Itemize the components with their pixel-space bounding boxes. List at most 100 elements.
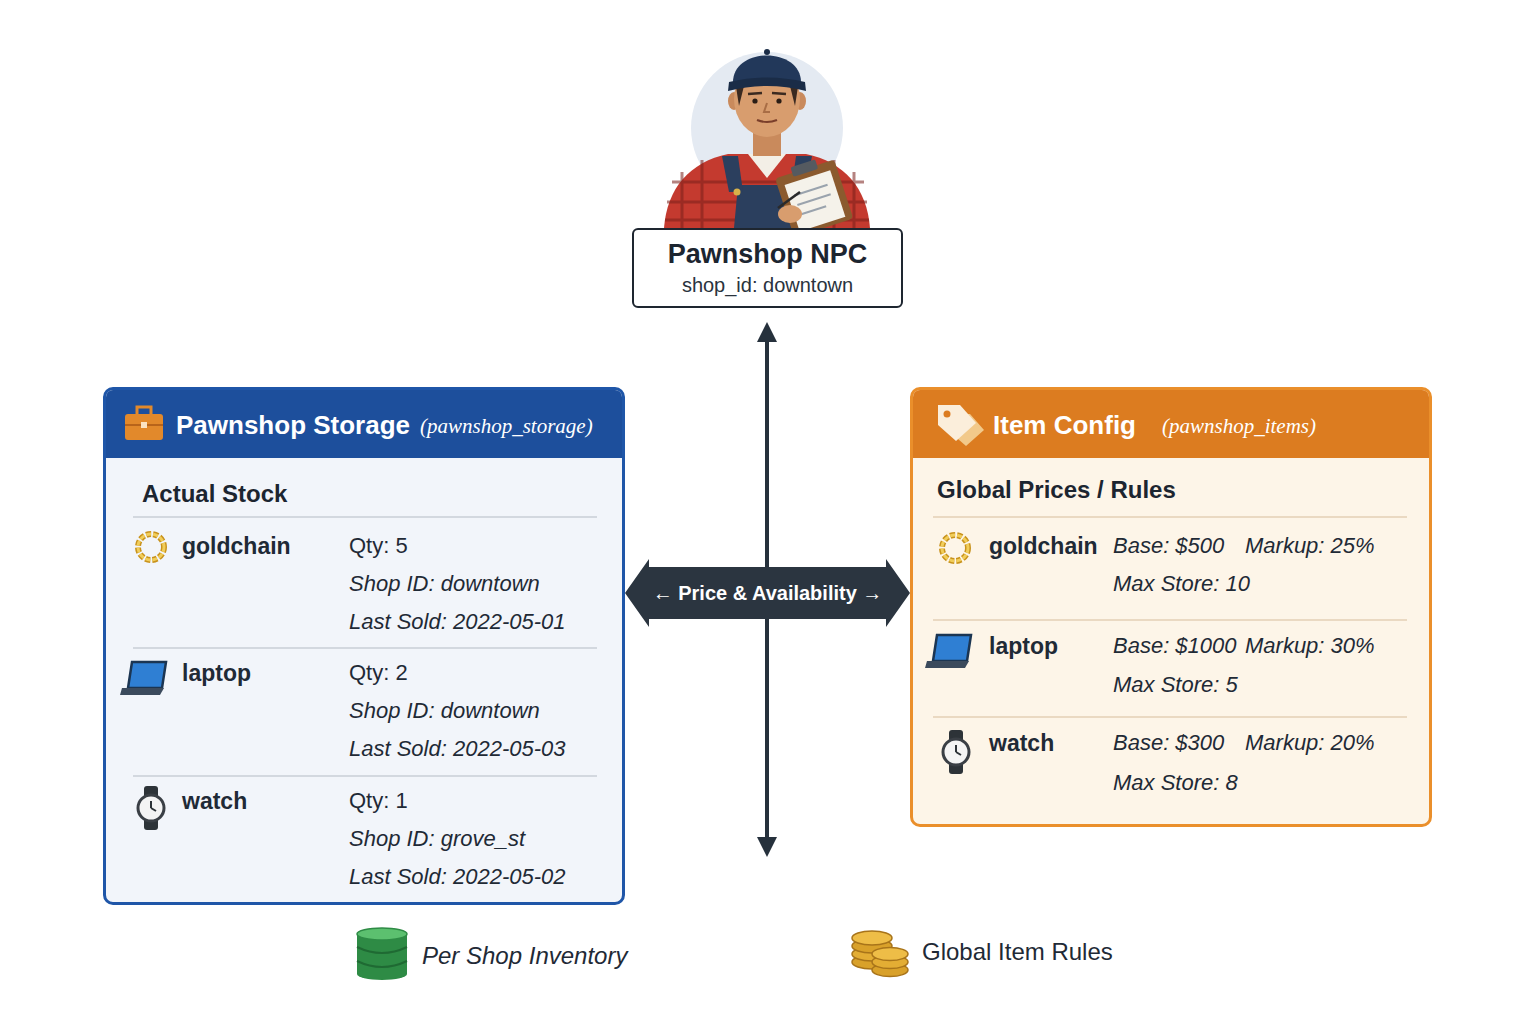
npc-illustration-part-part [785, 170, 846, 231]
npc-illustration-part [757, 120, 777, 122]
npc-illustration-part [735, 80, 745, 106]
item-name: goldchain [182, 535, 291, 558]
header-band [106, 390, 622, 458]
npc-illustration-part-part [672, 181, 864, 184]
npc-illustration-part [664, 154, 870, 228]
npc-illustration-part-part [701, 160, 704, 228]
npc-illustration-part [764, 49, 770, 55]
coins-icon-part [872, 964, 908, 977]
legend-text: Per Shop Inventory [422, 944, 627, 968]
briefcase-icon-part [141, 422, 147, 428]
section-heading: Global Prices / Rules [937, 478, 1176, 502]
last-sold: Last Sold: 2022-05-01 [349, 611, 566, 633]
coins-icon-part [872, 956, 908, 969]
npc-illustration-part [734, 185, 800, 228]
item-name: goldchain [989, 535, 1098, 558]
npc-illustration-part [748, 154, 786, 178]
laptop-icon [925, 635, 971, 668]
shop-id: Shop ID: downtown [349, 573, 540, 595]
npc-illustration-part-part [681, 172, 684, 228]
vertical-arrow-part [757, 322, 777, 342]
quantity: Qty: 2 [349, 662, 408, 684]
goldchain-icon [138, 534, 164, 560]
coins-icon-part [852, 931, 892, 945]
legend-text: Global Item Rules [922, 940, 1113, 964]
database-icon-part [357, 947, 407, 953]
last-sold: Last Sold: 2022-05-03 [349, 738, 566, 760]
item-name: watch [989, 732, 1054, 755]
quantity: Qty: 1 [349, 790, 408, 812]
npc-illustration-part [753, 124, 781, 156]
npc-illustration-part [773, 154, 853, 238]
shop-id: Shop ID: grove_st [349, 828, 525, 850]
npc-box: Pawnshop NPC shop_id: downtown [632, 228, 903, 308]
npc-illustration-part-part [797, 194, 830, 205]
npc-illustration-part-part [790, 159, 818, 177]
tag-icon-part [938, 405, 976, 441]
markup: Markup: 30% [1245, 635, 1375, 657]
last-sold: Last Sold: 2022-05-02 [349, 866, 566, 888]
npc-illustration-part [764, 103, 770, 112]
npc-illustration-part [733, 56, 801, 85]
item-name: laptop [989, 635, 1058, 658]
row-divider [133, 516, 597, 518]
briefcase-icon-part [125, 424, 163, 426]
item-name: watch [182, 790, 247, 813]
node-subtitle: shop_id: downtown [682, 274, 853, 296]
briefcase-icon-part [125, 414, 163, 440]
npc-illustration-part-part [853, 172, 856, 228]
npc-illustration-part [794, 189, 801, 196]
table-name: (pawnshop_items) [1162, 416, 1316, 437]
item-name: laptop [182, 662, 251, 685]
briefcase-icon [125, 407, 163, 440]
row-divider [933, 619, 1407, 621]
tag-icon [938, 405, 984, 446]
row-divider [133, 775, 597, 777]
npc-illustration-part [734, 189, 741, 196]
npc-illustration-part [691, 52, 843, 204]
npc-illustration-part [778, 192, 800, 208]
database-icon-part [357, 968, 407, 980]
panel-title: Item Config [993, 412, 1136, 438]
laptop-icon [120, 662, 166, 695]
vertical-arrow [757, 322, 777, 857]
npc-illustration-part [791, 156, 812, 192]
panel-title: Pawnshop Storage [176, 412, 410, 438]
tag-icon-part [950, 414, 984, 446]
coins-icon-part [852, 955, 892, 969]
node-title: Pawnshop NPC [668, 240, 868, 270]
npc-illustration-part [794, 92, 806, 110]
npc-illustration-part [752, 98, 757, 103]
base-price: Base: $1000 [1113, 635, 1237, 657]
tag-icon-part [944, 411, 951, 418]
npc-illustration-part [776, 98, 781, 103]
base-price: Base: $300 [1113, 732, 1224, 754]
npc-illustration-part-part [833, 160, 836, 228]
quantity: Qty: 5 [349, 535, 408, 557]
max-store: Max Store: 5 [1113, 674, 1238, 696]
npc-illustration-part-part [800, 206, 826, 214]
coins-icon [852, 931, 908, 977]
coins-icon-part [852, 947, 892, 961]
npc-illustration-part-part [667, 201, 867, 204]
config-panel: Item Config (pawnshop_items) Global Prices… [910, 387, 1432, 827]
storage-panel: Pawnshop Storage(pawnshop_storage)Actual… [103, 387, 625, 905]
row-divider [133, 647, 597, 649]
npc-illustration-part [728, 78, 806, 92]
npc-illustration-part [665, 160, 869, 228]
npc-illustration-part [748, 93, 786, 94]
briefcase-icon-part [137, 407, 151, 414]
header-band [913, 390, 1429, 458]
markup: Markup: 20% [1245, 732, 1375, 754]
npc-illustration-part [722, 156, 743, 192]
coins-icon-part [852, 939, 892, 953]
coins-icon-part [872, 948, 908, 961]
database-icon-part [357, 961, 407, 967]
max-store: Max Store: 8 [1113, 772, 1238, 794]
shop-id: Shop ID: downtown [349, 700, 540, 722]
